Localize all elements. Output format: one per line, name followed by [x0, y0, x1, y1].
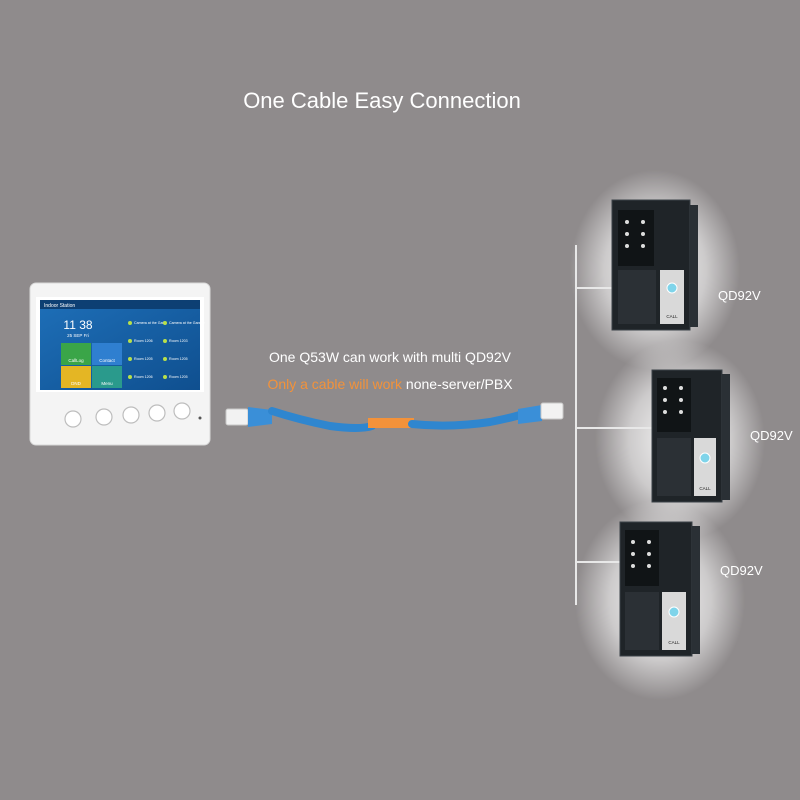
svg-text:Room 1206: Room 1206 [134, 375, 153, 379]
outdoor-unit-2: CALL [651, 369, 730, 503]
tile-calllog[interactable] [61, 343, 91, 365]
label-outdoor-unit-3: QD92V [720, 563, 763, 578]
svg-text:DND: DND [71, 381, 81, 386]
tile-contact[interactable] [92, 343, 122, 365]
call-button-3[interactable] [668, 606, 680, 618]
page-title: One Cable Easy Connection [243, 88, 521, 113]
outdoor-unit-3: CALL [619, 521, 700, 657]
cable-joint [368, 418, 414, 428]
call-text-2: CALL [699, 486, 711, 491]
monitor-button-1[interactable] [64, 410, 82, 428]
svg-text:Room 1203: Room 1203 [169, 339, 188, 343]
call-button-2[interactable] [699, 452, 711, 464]
monitor-button-5[interactable] [173, 402, 191, 420]
svg-text:Room 1206: Room 1206 [134, 339, 153, 343]
svg-text:Camera at the Garage: Camera at the Garage [169, 321, 205, 325]
monitor-button-4[interactable] [148, 404, 166, 422]
call-text-1: CALL [666, 314, 678, 319]
rj45-plug-left [225, 408, 249, 426]
svg-text:CallLog: CallLog [68, 358, 84, 363]
screen-list: Camera at the Gate Camera at the Garage … [128, 321, 205, 379]
tile-menu[interactable] [92, 366, 122, 388]
call-button-1[interactable] [666, 282, 678, 294]
call-text-3: CALL [668, 640, 680, 645]
screen-time: 11 38 [63, 318, 92, 332]
svg-text:Contact: Contact [99, 358, 115, 363]
svg-text:Room 1205: Room 1205 [134, 357, 153, 361]
svg-text:Camera at the Gate: Camera at the Gate [134, 321, 166, 325]
label-outdoor-unit-1: QD92V [718, 288, 761, 303]
ethernet-cable [225, 402, 564, 432]
tile-dnd[interactable] [61, 366, 91, 388]
caption-rest: none-server/PBX [402, 376, 513, 392]
monitor-button-3[interactable] [122, 406, 140, 424]
screen-header: Indoor Station [44, 303, 75, 309]
svg-text:Room 1205: Room 1205 [169, 375, 188, 379]
caption-line-2: Only a cable will work none-server/PBX [220, 376, 560, 392]
rj45-plug-right [540, 402, 564, 420]
monitor-button-2[interactable] [95, 408, 113, 426]
svg-text:Room 1205: Room 1205 [169, 357, 188, 361]
outdoor-unit-1: CALL [611, 199, 698, 331]
svg-text:Menu: Menu [101, 381, 113, 386]
caption-highlight: Only a cable will work [267, 376, 403, 392]
label-outdoor-unit-2: QD92V [750, 428, 793, 443]
indoor-monitor: Indoor Station 11 38 25 SEP Fri CallLog … [29, 282, 211, 446]
caption-line-1: One Q53W can work with multi QD92V [269, 349, 511, 365]
screen-date: 25 SEP Fri [67, 333, 89, 338]
